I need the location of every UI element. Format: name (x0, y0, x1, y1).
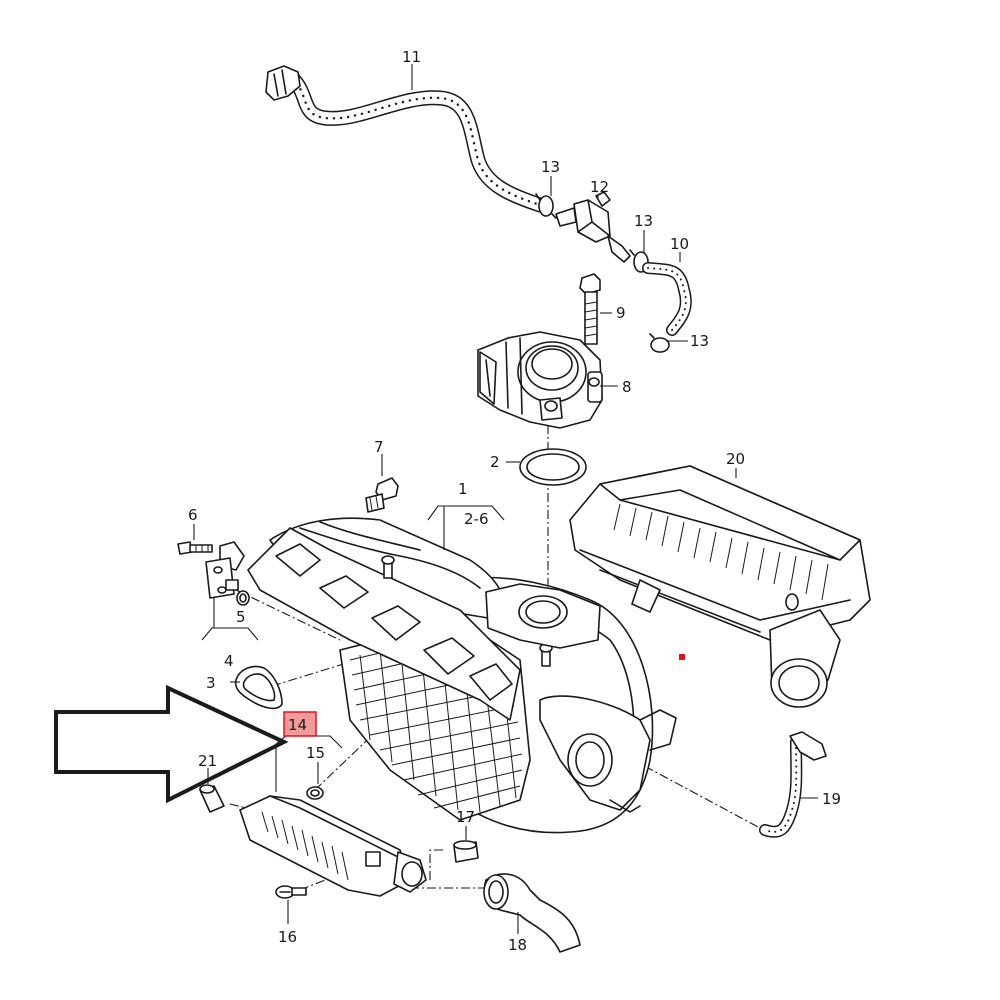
intake-manifold-1[interactable] (247, 517, 677, 834)
label-12[interactable]: 12 (590, 178, 609, 196)
label-13a[interactable]: 13 (541, 158, 560, 176)
hose-clamp-13a[interactable] (535, 193, 557, 219)
pointer-arrow (54, 684, 289, 804)
label-5[interactable]: 5 (236, 608, 246, 626)
label-13c[interactable]: 13 (690, 332, 709, 350)
screw-16[interactable] (275, 885, 307, 899)
fuel-rail-14[interactable] (239, 795, 427, 897)
hose-clamp-13c[interactable] (649, 333, 670, 353)
red-marker (679, 654, 685, 660)
valve-12[interactable] (555, 191, 631, 263)
label-16[interactable]: 16 (278, 928, 297, 946)
housing-ribs (613, 499, 841, 601)
o-ring-15[interactable] (306, 786, 324, 800)
part-labels: 1 2-6 2 3 4 5 6 7 8 9 10 11 12 13 13 13 … (188, 48, 841, 954)
throttle-body-8[interactable] (477, 331, 603, 429)
label-1-range: 2-6 (464, 510, 489, 528)
label-13b[interactable]: 13 (634, 212, 653, 230)
label-1[interactable]: 1 (458, 480, 468, 498)
label-17[interactable]: 17 (456, 808, 475, 826)
label-11[interactable]: 11 (402, 48, 421, 66)
label-6[interactable]: 6 (188, 506, 198, 524)
label-4[interactable]: 4 (224, 652, 234, 670)
hose-10[interactable] (642, 262, 692, 336)
label-3[interactable]: 3 (206, 674, 216, 692)
o-ring-5[interactable] (236, 590, 250, 606)
hose-18[interactable] (483, 873, 581, 953)
screw-6[interactable] (177, 541, 213, 555)
breather-hose-19[interactable] (759, 731, 827, 838)
port-flanges (275, 543, 513, 701)
rail-fins (261, 811, 349, 881)
highlight-14 (283, 711, 317, 737)
label-18[interactable]: 18 (508, 936, 527, 954)
leader-lines (193, 64, 818, 934)
breather-hose-11[interactable] (265, 65, 548, 213)
label-8[interactable]: 8 (622, 378, 632, 396)
label-21[interactable]: 21 (198, 752, 217, 770)
label-14[interactable]: 14 (288, 716, 307, 734)
air-filter-housing-20[interactable] (569, 465, 871, 708)
bolt-7[interactable] (365, 477, 399, 513)
sleeve-21[interactable] (199, 784, 225, 813)
plug-17[interactable] (453, 840, 479, 863)
gasket-2[interactable] (519, 448, 587, 486)
label-9[interactable]: 9 (616, 304, 626, 322)
label-7[interactable]: 7 (374, 438, 384, 456)
label-19[interactable]: 19 (822, 790, 841, 808)
bolt-9[interactable] (579, 273, 601, 345)
label-15[interactable]: 15 (306, 744, 325, 762)
sensor-4[interactable] (205, 541, 245, 599)
label-10[interactable]: 10 (670, 235, 689, 253)
seal-3[interactable] (234, 665, 283, 710)
label-2[interactable]: 2 (490, 453, 500, 471)
label-20[interactable]: 20 (726, 450, 745, 468)
